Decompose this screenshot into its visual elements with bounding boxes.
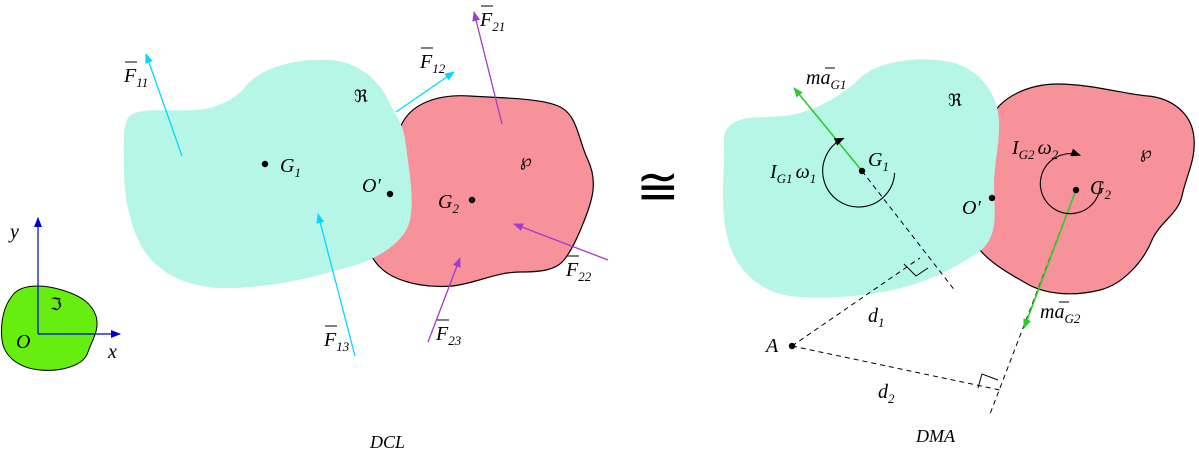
force-f11-label: F11: [123, 65, 148, 90]
moment-arc-1: [822, 137, 896, 208]
dcl-g2-label: G2: [438, 191, 459, 216]
force-f12-label: F12: [419, 51, 446, 76]
x-axis-label: x: [107, 341, 117, 363]
force-f21-arrow: [472, 11, 503, 125]
force-f13-arrow: [316, 213, 356, 357]
dma-o-label: O′: [962, 197, 981, 219]
dma-a-label: A: [764, 335, 779, 357]
distance-d2-label: d2: [878, 381, 895, 406]
force-f22-arrow: [513, 223, 609, 261]
inertial-body-shape: [1, 285, 98, 371]
moment-arc-2: [1039, 148, 1101, 215]
line-of-action-1: [861, 170, 957, 293]
dma-body-p-label: ℘: [1140, 143, 1152, 162]
distance-d1-line: [791, 257, 921, 347]
force-f21-label: F21: [479, 9, 505, 34]
distance-d2-line: [791, 345, 1001, 391]
force-f12-arrow: [395, 71, 455, 113]
dcl-o-label: O′: [362, 175, 381, 197]
inertia-vector-1: [793, 87, 863, 172]
force-f22-label: F22: [565, 259, 592, 284]
dcl-g2-point: [468, 196, 476, 204]
inertia-1-label: maG1: [806, 67, 846, 92]
inertial-body-label: ℑ: [50, 295, 62, 314]
distance-d1-label: d1: [868, 305, 885, 330]
dcl-body-r-label: ℜ: [354, 87, 368, 106]
dma-body-r-label: ℜ: [948, 91, 962, 110]
dma-caption: DMA: [915, 426, 956, 446]
right-angle-mark-1: [903, 263, 929, 277]
force-f23-label: F23: [435, 323, 462, 348]
dcl-g1-point: [261, 160, 269, 168]
dma-body-p-shape: [979, 83, 1195, 295]
y-axis-label: y: [8, 221, 19, 243]
dma-g1-point: [858, 167, 866, 175]
dcl-g1-label: G1: [280, 155, 301, 180]
dma-g2-point: [1072, 186, 1080, 194]
dma-g2-label: G2: [1090, 177, 1111, 202]
dcl-body-p-label: ℘: [520, 151, 532, 170]
dcl-o-point: [386, 190, 394, 198]
force-f23-arrow: [427, 257, 461, 343]
right-angle-mark-2: [977, 373, 999, 389]
dma-o-point: [988, 194, 996, 202]
force-f13-label: F13: [323, 329, 350, 354]
body-r-shape: [123, 59, 412, 289]
force-f11-arrow: [145, 53, 183, 157]
dma-a-point: [788, 342, 796, 350]
body-p-shape: [369, 95, 594, 288]
dcl-caption: DCL: [369, 432, 405, 452]
equivalence-symbol: ≅: [636, 159, 680, 216]
dma-g1-label: G1: [868, 149, 889, 174]
origin-label: O: [16, 331, 30, 353]
dma-body-r-shape: [723, 59, 1000, 298]
inertia-2-label: maG2: [1040, 301, 1081, 326]
